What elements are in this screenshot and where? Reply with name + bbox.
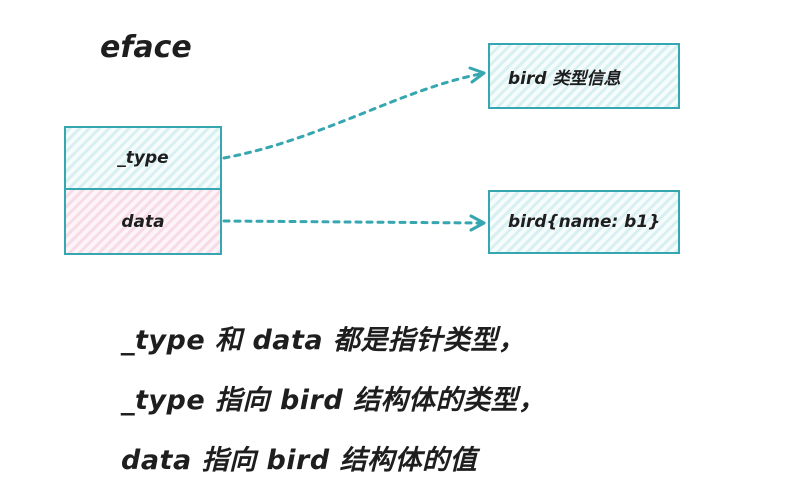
data-pointer-arrow <box>222 219 482 225</box>
note-line-3: data 指向 bird 结构体的值 <box>121 445 478 476</box>
eface-data-field: data <box>64 188 222 255</box>
note-line-2: _type 指向 bird 结构体的类型， <box>121 385 546 416</box>
bird-value-box: bird{name: b1} <box>488 190 680 254</box>
eface-type-label: _type <box>117 148 169 168</box>
bird-type-info-label: bird 类型信息 <box>508 68 621 89</box>
eface-title: eface <box>100 30 192 65</box>
type-pointer-arrowhead <box>468 66 486 84</box>
bird-type-info-box: bird 类型信息 <box>488 43 680 109</box>
type-pointer-arrow <box>222 72 482 160</box>
note-line-1: _type 和 data 都是指针类型， <box>121 325 526 356</box>
eface-type-field: _type <box>64 126 222 190</box>
bird-value-label: bird{name: b1} <box>508 212 661 232</box>
eface-data-label: data <box>121 211 165 232</box>
data-pointer-arrowhead <box>469 214 486 232</box>
